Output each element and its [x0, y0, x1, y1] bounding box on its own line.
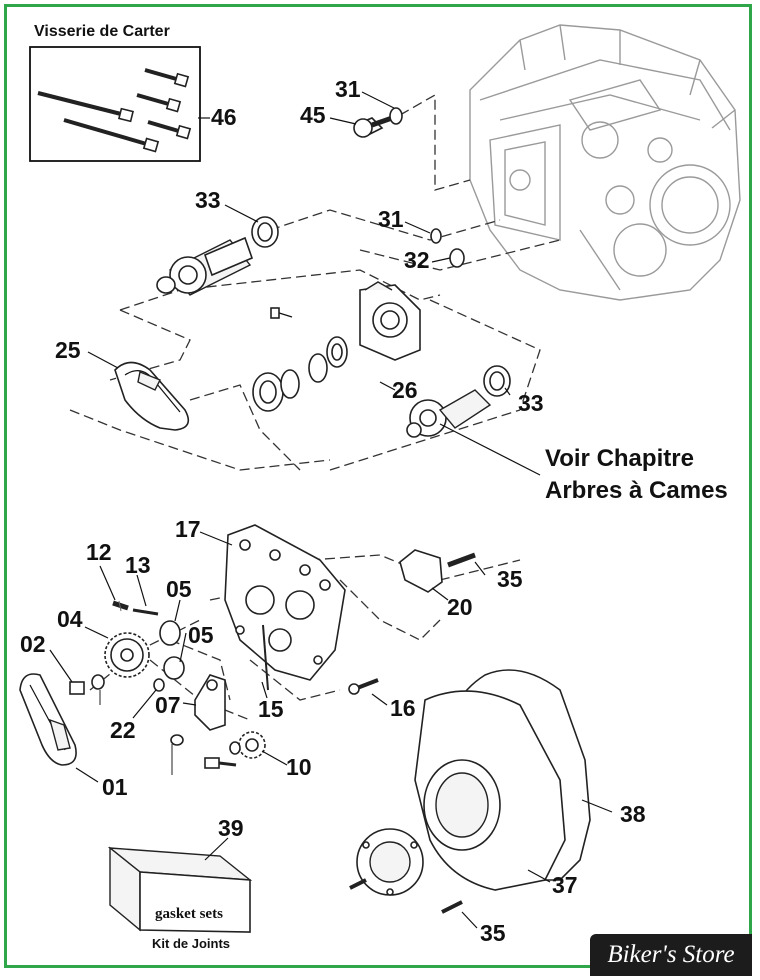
callout-35-bottom: 35	[480, 920, 506, 946]
o-ring-32	[449, 248, 465, 268]
bolt-35-bottom	[441, 900, 463, 914]
callout-25: 25	[55, 337, 81, 363]
callout-31-top: 31	[335, 76, 361, 102]
callout-45: 45	[300, 102, 326, 128]
cam-support-plate-26	[359, 281, 421, 361]
sprocket-04	[104, 632, 150, 678]
bolt-02-assembly	[69, 674, 105, 705]
plug-part-45	[353, 115, 393, 138]
bearing-33-right	[483, 365, 511, 397]
callout-04: 04	[57, 606, 83, 632]
gasket-box-label: gasket sets	[155, 906, 223, 922]
tensioner-07	[194, 674, 226, 731]
callout-02: 02	[20, 631, 46, 657]
callout-07: 07	[155, 692, 181, 718]
kit-bolt-long-2	[63, 118, 160, 153]
screw-insert-left	[349, 878, 367, 890]
callout-13: 13	[125, 552, 151, 578]
callout-33-right: 33	[518, 390, 544, 416]
callout-31-mid: 31	[378, 206, 404, 232]
callout-17: 17	[175, 516, 201, 542]
cam-chain-25	[114, 361, 190, 431]
crankcase-outline	[469, 24, 741, 301]
camshaft-front	[406, 389, 492, 438]
callout-26: 26	[392, 377, 418, 403]
washer-05-a	[159, 620, 181, 646]
kit-bolt-short-3	[147, 120, 192, 140]
callout-38: 38	[620, 801, 646, 827]
callout-16: 16	[390, 695, 416, 721]
callout-35-top: 35	[497, 566, 523, 592]
kit-bolt-short-2	[136, 93, 182, 113]
store-watermark: Biker's Store	[590, 934, 752, 976]
drive-chain-01	[19, 673, 77, 766]
bolt-15	[262, 624, 269, 691]
camshaft-note-line2: Arbres à Cames	[545, 477, 728, 504]
spring-13	[132, 608, 159, 616]
leader-lines	[49, 91, 613, 929]
cam-plate-17	[224, 524, 346, 681]
callout-46: 46	[211, 104, 237, 130]
callout-15: 15	[258, 696, 284, 722]
camshaft-rear	[156, 236, 254, 296]
gasket-set-box	[107, 846, 253, 933]
callout-20: 20	[447, 594, 473, 620]
callout-05-b: 05	[188, 622, 214, 648]
cam-cover-37	[414, 690, 566, 891]
tensioner-pin-12	[112, 600, 129, 612]
callout-05-a: 05	[166, 576, 192, 602]
callout-33-top: 33	[195, 187, 221, 213]
cover-insert	[356, 828, 424, 896]
bolt-35-top	[447, 552, 476, 568]
kit-box-title: Visserie de Carter	[34, 23, 170, 40]
washer-22	[153, 678, 165, 692]
callout-22: 22	[110, 717, 136, 743]
callout-32: 32	[404, 247, 430, 273]
callout-39: 39	[218, 815, 244, 841]
o-ring-31-mid	[430, 228, 442, 244]
screw-16	[348, 678, 379, 695]
cam-bearing-stack	[252, 307, 348, 412]
callout-01: 01	[102, 774, 128, 800]
sprocket-10	[204, 731, 266, 769]
kit-bolt-long-1	[37, 91, 135, 123]
diagram-frame	[4, 4, 752, 968]
fastener-kit-box	[29, 46, 201, 162]
sensor-20	[399, 549, 443, 593]
callout-10: 10	[286, 754, 312, 780]
camshaft-note-line1: Voir Chapitre	[545, 445, 694, 472]
kit-bolt-short-1	[144, 68, 190, 88]
callout-12: 12	[86, 539, 112, 565]
gasket-caption: Kit de Joints	[152, 936, 230, 951]
callout-37: 37	[552, 872, 578, 898]
bolt-small-lower	[170, 734, 184, 775]
bearing-33-top	[251, 216, 279, 248]
washer-05-b	[163, 656, 185, 680]
o-ring-31-top	[389, 107, 403, 125]
